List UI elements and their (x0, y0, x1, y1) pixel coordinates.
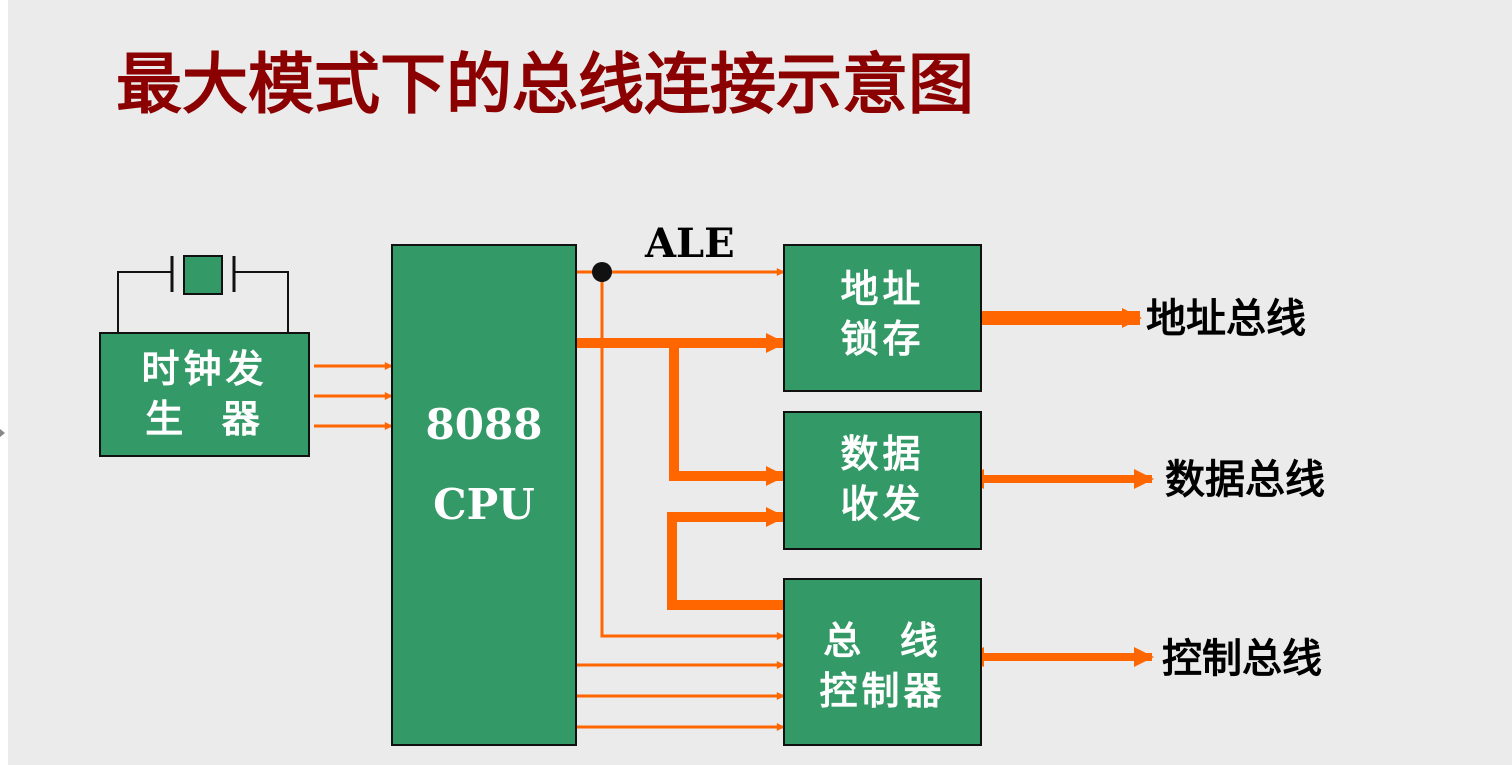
output-bus-arrows (964, 308, 1154, 667)
crystal-oscillator (117, 255, 289, 332)
cpu-model-label: 8088 (425, 400, 543, 449)
address-latch-label: 地址 锁存 (840, 266, 925, 361)
data-transceiver-block: 数据 收发 (783, 411, 982, 550)
ale-signal-line (576, 262, 785, 640)
clock-to-cpu-arrows (314, 362, 393, 430)
bus-controller-block: 总 线 控制器 (783, 578, 982, 746)
data-bus-label: 数据总线 (1165, 456, 1325, 503)
edge-marker-icon (0, 429, 5, 437)
status-signal-arrows (576, 661, 785, 731)
ale-signal-label: ALE (645, 220, 735, 267)
data-transceiver-label: 数据 收发 (840, 431, 925, 526)
clock-generator-block: 时钟发 生 器 (99, 332, 310, 457)
slide-title: 最大模式下的总线连接示意图 (116, 46, 974, 123)
address-bus-label: 地址总线 (1146, 295, 1306, 342)
bus-controller-label: 总 线 控制器 (819, 618, 946, 713)
left-edge-strip (0, 0, 8, 765)
cpu-name-label: CPU (433, 480, 535, 529)
cpu-block: 8088 CPU (391, 244, 577, 746)
address-latch-block: 地址 锁存 (783, 244, 982, 392)
clock-generator-label: 时钟发 生 器 (141, 346, 268, 441)
control-bus-label: 控制总线 (1162, 635, 1322, 682)
cpu-bus-lines (576, 333, 786, 610)
